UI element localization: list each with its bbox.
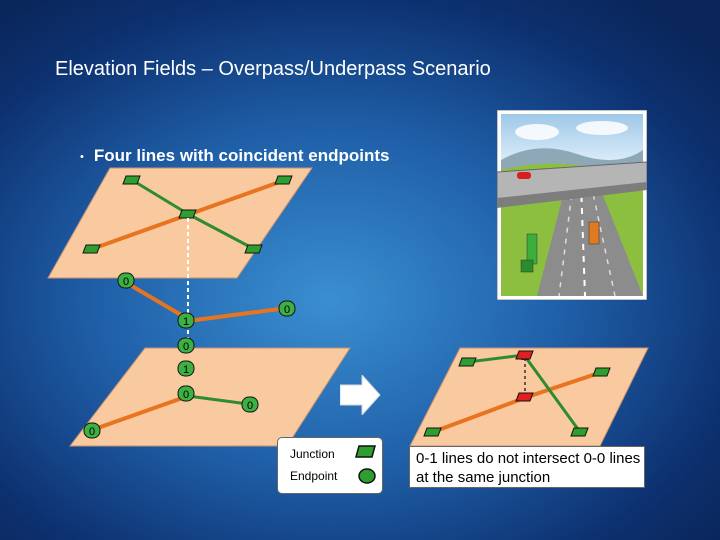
- bullet-text: Four lines with coincident endpoints: [93, 146, 390, 165]
- result-green-line-b: [522, 354, 582, 433]
- result-orange-line-b: [526, 370, 603, 399]
- junction-upper-center: [178, 209, 197, 219]
- label-mid-a: 0: [183, 341, 189, 353]
- legend-junction-label: Junction: [290, 447, 335, 461]
- elevation-labels: 0 0 1 0 1 0 0 0: [83, 272, 296, 439]
- mid-orange-line-right: [187, 306, 288, 323]
- junction-upper-br: [244, 244, 263, 254]
- result-junction-red-top: [515, 350, 534, 360]
- result-green-line-a: [467, 353, 525, 364]
- result-junction-red-bottom: [515, 392, 534, 402]
- label-lower-left: 0: [89, 426, 95, 438]
- lower-orange-line: [91, 394, 189, 432]
- lower-plane: [68, 347, 351, 447]
- result-junction-br: [570, 427, 589, 437]
- label-upper-right: 0: [284, 304, 290, 316]
- bullet-point: • Four lines with coincident endpoints: [80, 146, 389, 166]
- endpoint-symbol-icon: [358, 468, 376, 484]
- bullet-dot: •: [80, 150, 84, 163]
- overpass-clipart: [497, 110, 647, 300]
- lower-green-line: [187, 394, 249, 406]
- label-upper-left: 0: [123, 276, 129, 288]
- legend-box: Junction Endpoint: [277, 437, 383, 494]
- result-junction-tr: [592, 367, 611, 377]
- junction-symbol-icon: [355, 445, 376, 458]
- slide-title: Elevation Fields – Overpass/Underpass Sc…: [55, 58, 491, 80]
- label-lower-right: 0: [247, 400, 253, 412]
- upper-green-line-a: [131, 178, 189, 216]
- result-junction-tl: [458, 357, 477, 367]
- right-arrow-icon: [340, 375, 381, 415]
- result-orange-line-a: [432, 395, 528, 434]
- legend-endpoint-label: Endpoint: [290, 469, 338, 483]
- result-junction-bl: [423, 427, 442, 437]
- label-lower-center: 0: [183, 389, 189, 401]
- junction-upper-tr: [274, 175, 293, 185]
- note-box: 0-1 lines do not intersect 0-0 lines at …: [409, 446, 645, 488]
- mid-orange-line-upper: [123, 280, 190, 321]
- junction-upper-tl: [122, 175, 141, 185]
- junction-upper-bl: [82, 244, 101, 254]
- upper-green-line-b: [187, 212, 255, 251]
- label-mid-b: 1: [183, 364, 189, 376]
- label-upper-center: 1: [183, 316, 189, 328]
